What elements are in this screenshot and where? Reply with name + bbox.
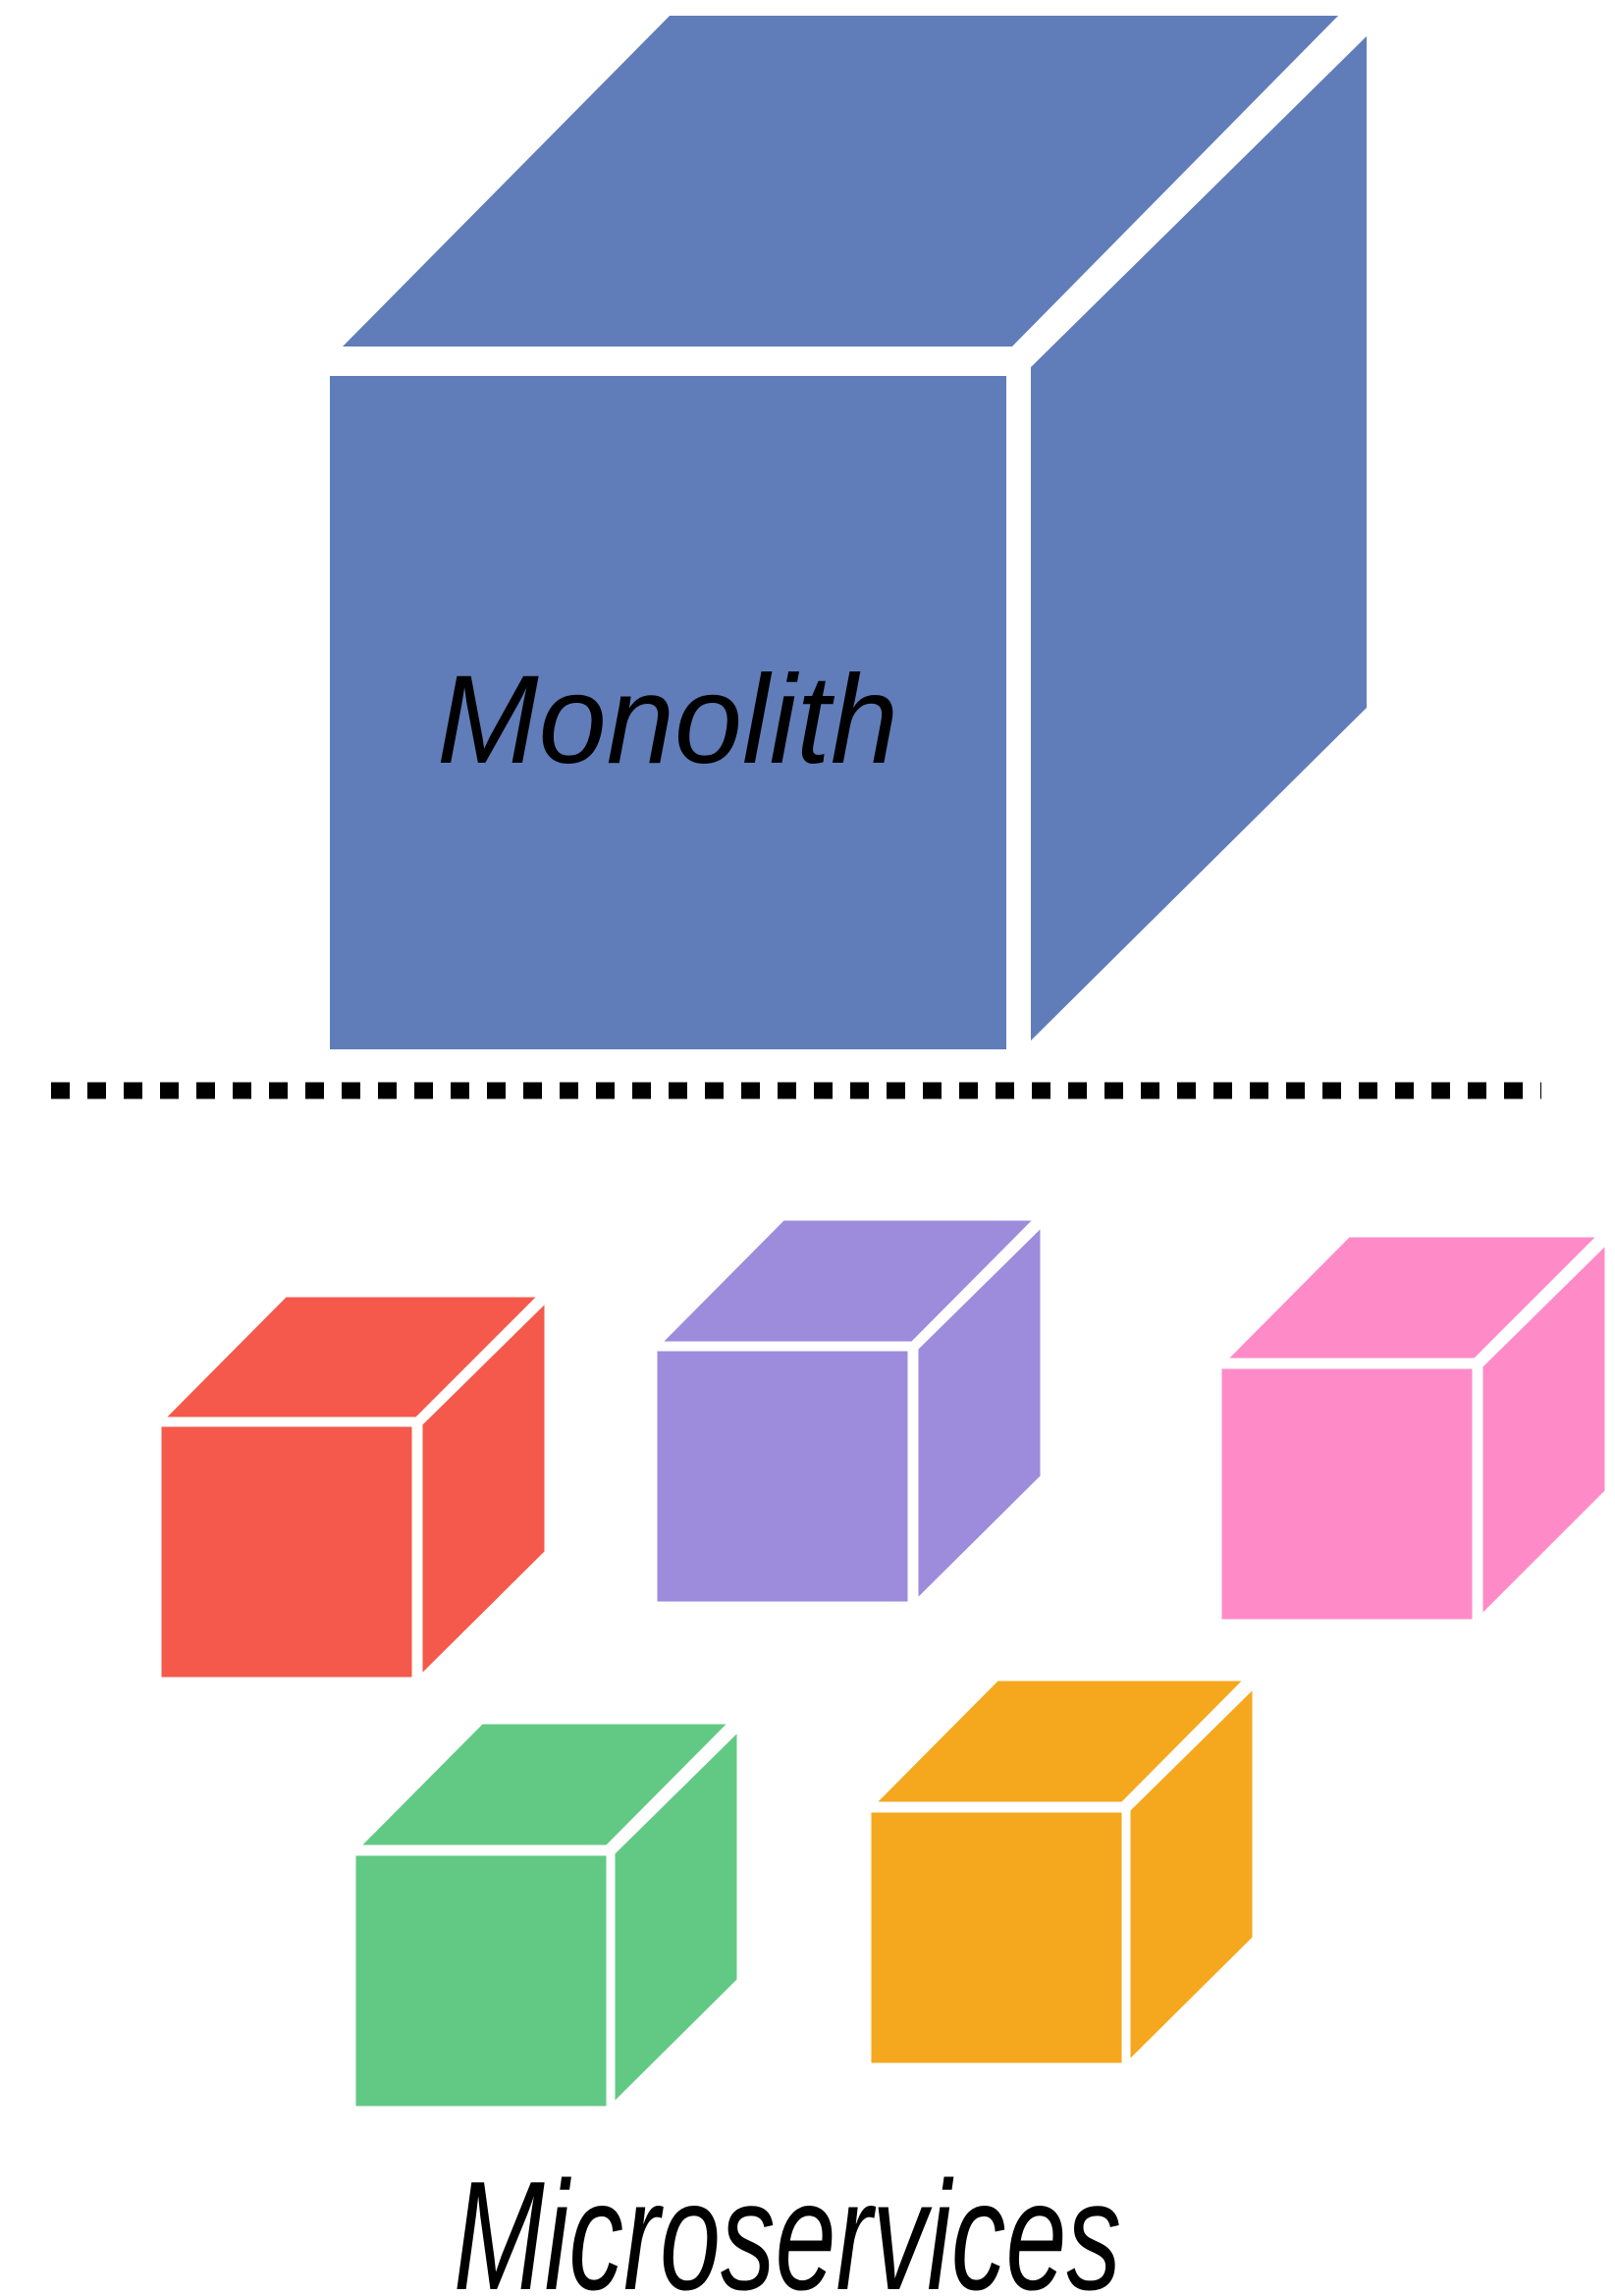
purple-cube-front-face: [650, 1344, 915, 1609]
red-cube-front-face: [154, 1419, 419, 1684]
microservice-cube-pink: [1214, 1230, 1612, 1627]
monolith-cube: Monolith: [320, 6, 1376, 1059]
purple-cube-side-face: [911, 1217, 1048, 1609]
green-cube-top-face: [350, 1717, 738, 1852]
microservice-cube-purple: [650, 1213, 1048, 1609]
monolith-label: Monolith: [437, 650, 898, 790]
pink-cube-side-face: [1476, 1235, 1612, 1625]
green-cube-front-face: [349, 1848, 614, 2113]
microservice-cube-orange: [864, 1674, 1260, 2070]
microservices-label: Microservices: [454, 2150, 1121, 2296]
red-cube-side-face: [415, 1293, 552, 1684]
microservice-cube-red: [154, 1290, 552, 1684]
orange-cube-front-face: [864, 1805, 1129, 2070]
monolith-cube-side-face: [1021, 20, 1376, 1057]
orange-cube-top-face: [866, 1674, 1254, 1809]
microservice-cube-green: [349, 1717, 744, 2113]
pink-cube-top-face: [1217, 1230, 1607, 1365]
pink-cube-front-face: [1214, 1362, 1480, 1627]
monolith-cube-front-face: [320, 366, 1016, 1059]
monolith-cube-top-face: [326, 6, 1355, 356]
